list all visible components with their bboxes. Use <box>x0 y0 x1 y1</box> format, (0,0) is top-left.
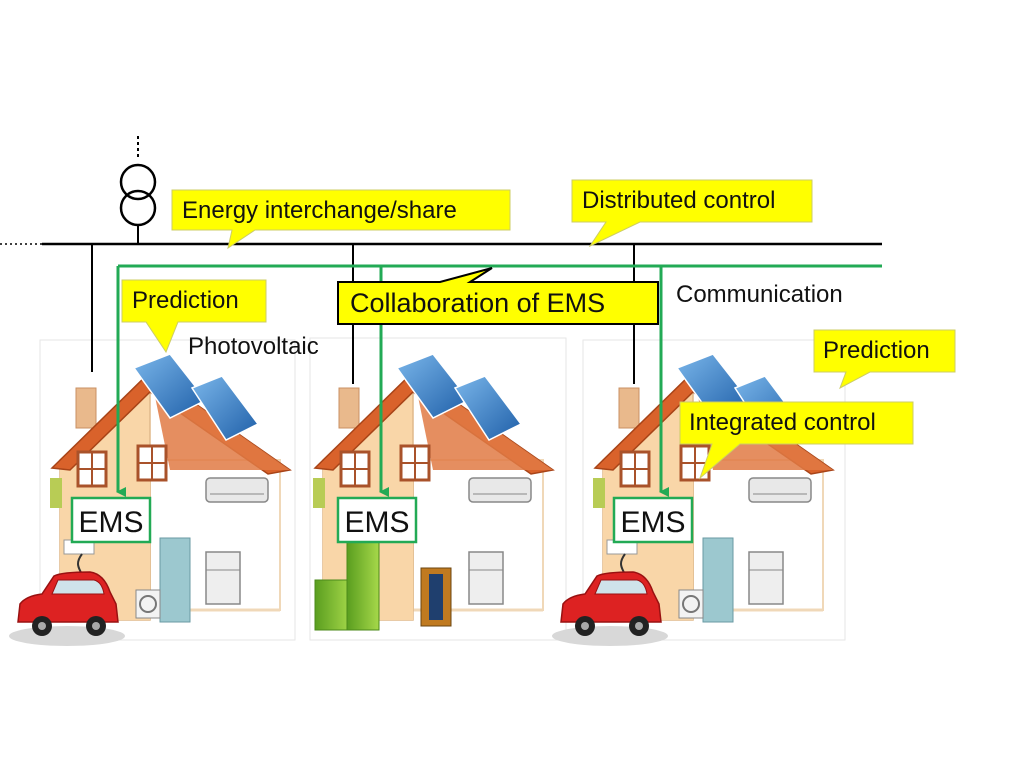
ems-box-2: EMS <box>336 496 418 544</box>
ems-label: EMS <box>78 506 143 539</box>
callout-energy-interchange-text: Energy interchange/share <box>182 197 457 224</box>
callout-prediction-right-text: Prediction <box>823 337 930 364</box>
air-conditioner-icon <box>468 477 532 503</box>
photovoltaic-label: Photovoltaic <box>188 333 319 360</box>
electric-car-icon <box>9 571 125 646</box>
ems-boxes: EMS EMS EMS <box>70 496 694 544</box>
callout-distributed-control-text: Distributed control <box>582 187 775 214</box>
callout-collaboration: Collaboration of EMS <box>337 267 659 325</box>
air-conditioner-icon <box>205 477 269 503</box>
callout-collaboration-text: Collaboration of EMS <box>350 288 605 318</box>
house-panel-2 <box>309 337 567 641</box>
storage-tank-icon <box>159 537 191 623</box>
ems-frame <box>336 496 418 544</box>
meter-box <box>50 478 62 508</box>
chimney <box>75 387 97 429</box>
battery-icon <box>314 579 352 631</box>
ems-label: EMS <box>344 506 409 539</box>
ems-label: EMS <box>620 506 685 539</box>
battery-icon <box>346 539 380 631</box>
callout-integrated-control-text: Integrated control <box>689 409 876 436</box>
communication-label: Communication <box>676 281 843 308</box>
house-panel-3 <box>582 339 846 641</box>
storage-tank-icon <box>702 537 734 623</box>
fridge-icon <box>205 551 241 605</box>
ems-box-3: EMS <box>612 496 694 544</box>
meter-box <box>593 478 605 508</box>
house-2 <box>313 353 555 631</box>
chimney <box>338 387 360 429</box>
callout-prediction-left-text: Prediction <box>132 287 239 314</box>
house-1 <box>9 353 292 646</box>
fridge-icon <box>468 551 504 605</box>
solar-panel <box>453 375 523 441</box>
chimney <box>618 387 640 429</box>
solar-panel <box>190 375 260 441</box>
meter-box <box>313 478 325 508</box>
callout-integrated-control: Integrated control <box>679 401 914 480</box>
callout-prediction-left: Prediction <box>121 279 267 354</box>
callout-prediction-right: Prediction <box>813 329 956 390</box>
ems-frame <box>612 496 694 544</box>
fridge-icon <box>748 551 784 605</box>
air-conditioner-icon <box>748 477 812 503</box>
transformer-icon <box>119 136 157 244</box>
ems-frame <box>70 496 152 544</box>
electric-car-icon <box>552 571 668 646</box>
ems-box-1: EMS <box>70 496 152 544</box>
callout-distributed-control: Distributed control <box>571 179 813 248</box>
callout-energy-interchange: Energy interchange/share <box>171 189 511 250</box>
